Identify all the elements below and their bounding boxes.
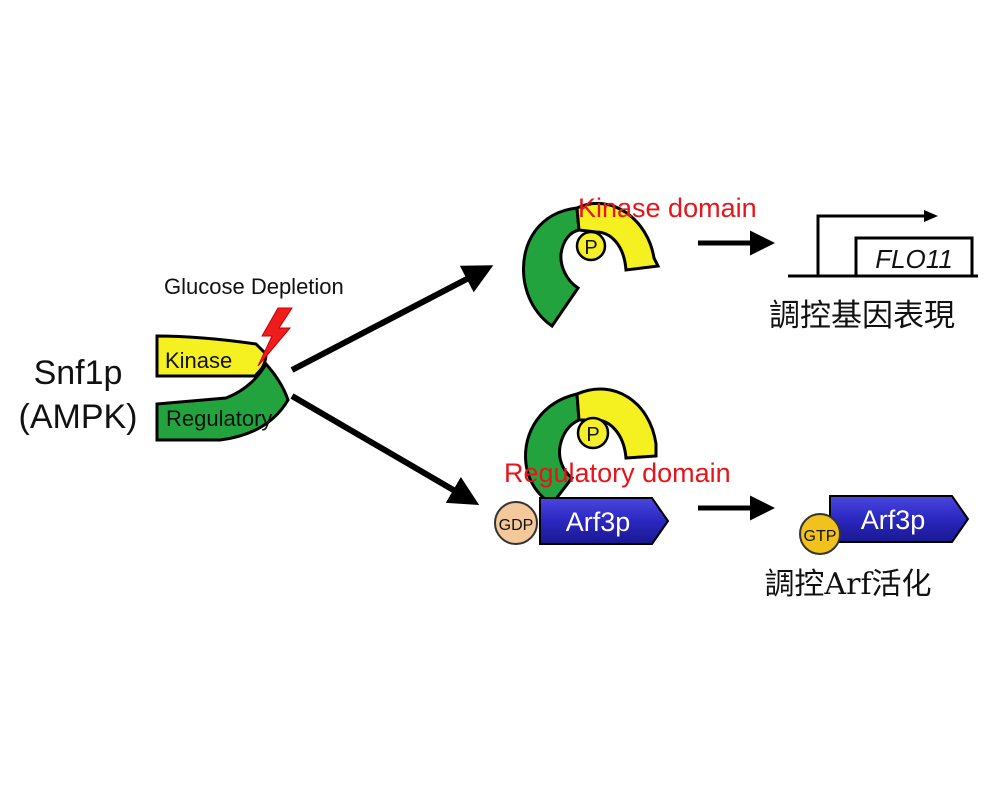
snf1p-complex-shape bbox=[155, 334, 290, 442]
snf1p-regulatory-band bbox=[155, 361, 290, 442]
top-kinase-arc bbox=[575, 202, 661, 272]
gdp-label: GDP bbox=[499, 517, 534, 534]
top-kinase-complex bbox=[522, 202, 661, 329]
kinase-domain-label: Kinase domain bbox=[578, 193, 757, 223]
lightning-bolt-icon bbox=[257, 307, 293, 367]
snf1p-kinase-label: Kinase bbox=[165, 348, 232, 373]
flo11-gene bbox=[788, 210, 978, 278]
bottom-caption: 調控Arf活化 bbox=[764, 567, 931, 602]
gtp-label: GTP bbox=[804, 528, 837, 545]
regulatory-domain-label: Regulatory domain bbox=[504, 458, 731, 488]
arf3p-gtp-complex bbox=[799, 495, 970, 555]
arf3p-label-before: Arf3p bbox=[566, 507, 631, 537]
bottom-phospho-label: P bbox=[586, 424, 599, 446]
bottom-kinase-complex bbox=[523, 387, 658, 506]
arf3p-arrow-shape-before bbox=[539, 497, 670, 545]
arrow-to-regulatory-branch bbox=[290, 393, 480, 506]
top-phospho-label: P bbox=[584, 237, 597, 259]
arf3p-label-after: Arf3p bbox=[861, 505, 926, 535]
gdp-circle bbox=[494, 501, 538, 545]
glucose-depletion-label: Glucose Depletion bbox=[164, 274, 344, 299]
bottom-phospho-circle bbox=[576, 416, 610, 450]
snf1p-alias: (AMPK) bbox=[19, 398, 138, 436]
arrow-to-kinase-branch bbox=[290, 265, 494, 373]
flo11-label: FLO11 bbox=[875, 244, 953, 274]
snf1p-regulatory-label: Regulatory bbox=[166, 406, 272, 431]
arf3p-gdp-complex bbox=[494, 497, 670, 545]
flo11-box bbox=[854, 236, 974, 278]
gtp-circle bbox=[799, 513, 841, 555]
top-caption: 調控基因表現 bbox=[769, 298, 955, 334]
top-phospho-circle bbox=[575, 230, 607, 262]
top-regulatory-arc bbox=[522, 206, 581, 329]
snf1p-name: Snf1p bbox=[34, 354, 123, 392]
